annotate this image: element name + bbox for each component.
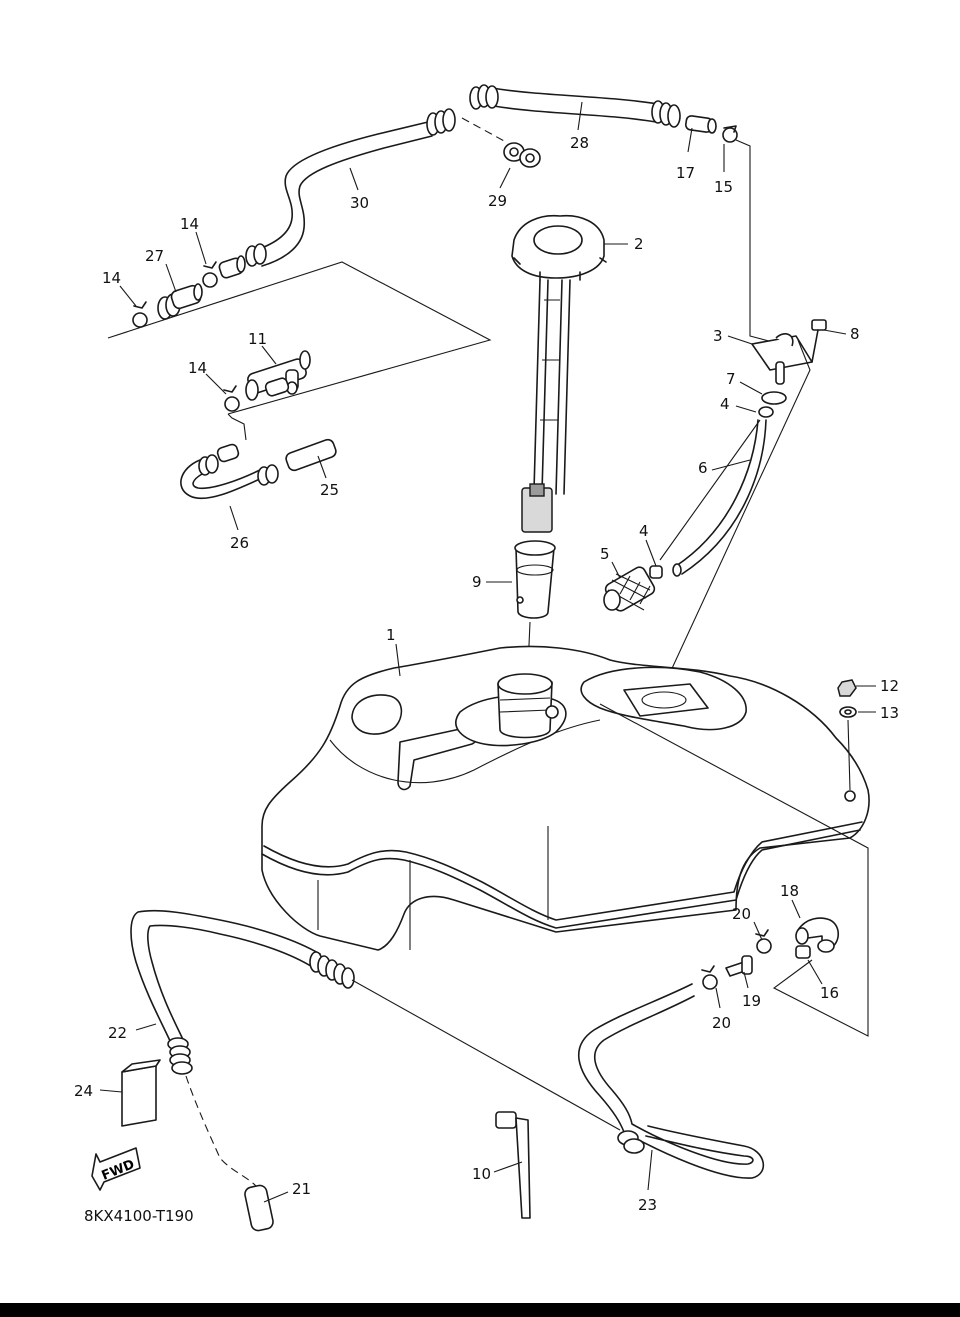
- callout-18: 18: [780, 882, 799, 900]
- callout-15: 15: [714, 178, 733, 196]
- callout-4-a: 4: [720, 395, 730, 413]
- fuel-tank-1: [261, 645, 870, 951]
- joint-19: [725, 955, 753, 977]
- callout-5: 5: [600, 545, 610, 563]
- hose-22: [130, 909, 355, 1075]
- clip-15: [722, 125, 738, 143]
- bolt-8: [811, 319, 827, 363]
- callout-2: 2: [634, 235, 644, 253]
- callout-11: 11: [248, 330, 267, 348]
- tank-filler-neck: [497, 673, 559, 739]
- breather-hose-28: [469, 84, 681, 128]
- union-11: [245, 350, 311, 401]
- callout-14-b: 14: [180, 215, 199, 233]
- callout-21: 21: [292, 1180, 311, 1198]
- fuel-cock-3: [751, 333, 813, 385]
- callout-24: 24: [74, 1082, 93, 1100]
- callout-16: 16: [820, 984, 839, 1002]
- callout-4-b: 4: [639, 522, 649, 540]
- clip-20-a: [755, 929, 772, 954]
- fuel-strainer-9: [514, 540, 556, 619]
- callout-14-c: 14: [188, 359, 207, 377]
- fwd-arrow: FWD: [91, 1147, 141, 1191]
- fuel-hose-6: [672, 419, 767, 577]
- pad-24: [121, 1059, 161, 1127]
- clip-14-a: [132, 301, 148, 328]
- clip-4-a: [758, 406, 774, 418]
- callout-30: 30: [350, 194, 369, 212]
- callout-20-b: 20: [712, 1014, 731, 1032]
- leader-lines: [99, 101, 876, 1203]
- breather-hose-30: [245, 108, 456, 267]
- callout-29: 29: [488, 192, 507, 210]
- callout-19: 19: [742, 992, 761, 1010]
- callout-26: 26: [230, 534, 249, 552]
- hose-short-top: [218, 255, 246, 279]
- callout-9: 9: [472, 573, 482, 591]
- clamp-10: [495, 1111, 531, 1219]
- callout-22: 22: [108, 1024, 127, 1042]
- pipe-27: [157, 283, 203, 320]
- callout-7: 7: [726, 370, 736, 388]
- hose-23: [578, 983, 765, 1179]
- callout-labels: 1 2 3 4 4 5 6 7 8 9 10 11 12 13 14 14 14…: [74, 134, 899, 1214]
- callout-27: 27: [145, 247, 164, 265]
- callout-12: 12: [880, 677, 899, 695]
- callout-13: 13: [880, 704, 899, 722]
- callout-8: 8: [850, 325, 860, 343]
- holder-29: [503, 142, 541, 168]
- callout-20-a: 20: [732, 905, 751, 923]
- callout-14-a: 14: [102, 269, 121, 287]
- clip-16: [795, 945, 811, 959]
- callout-25: 25: [320, 481, 339, 499]
- bottom-border-bar: [0, 1303, 960, 1317]
- callout-17: 17: [676, 164, 695, 182]
- o-ring-7: [761, 391, 787, 405]
- callout-28: 28: [570, 134, 589, 152]
- fuel-cap-2: [511, 214, 607, 281]
- callout-23: 23: [638, 1196, 657, 1214]
- callout-10: 10: [472, 1165, 491, 1183]
- callout-1: 1: [386, 626, 396, 644]
- hose-21: [244, 1184, 274, 1232]
- clip-14-b: [202, 261, 218, 288]
- hose-25: [285, 438, 337, 472]
- hose-17: [684, 115, 717, 134]
- callout-6: 6: [698, 459, 708, 477]
- nut-12: [837, 679, 857, 697]
- hose-26: [180, 443, 279, 500]
- clip-14-c: [223, 385, 240, 412]
- diagram-code: 8KX4100-T190: [84, 1207, 194, 1225]
- fuel-filter-5: [603, 565, 663, 612]
- fuel-gauge-unit: [521, 279, 571, 533]
- clip-20-b: [701, 965, 718, 990]
- callout-3: 3: [713, 327, 723, 345]
- hose-18: [795, 917, 840, 953]
- washer-13: [839, 706, 857, 718]
